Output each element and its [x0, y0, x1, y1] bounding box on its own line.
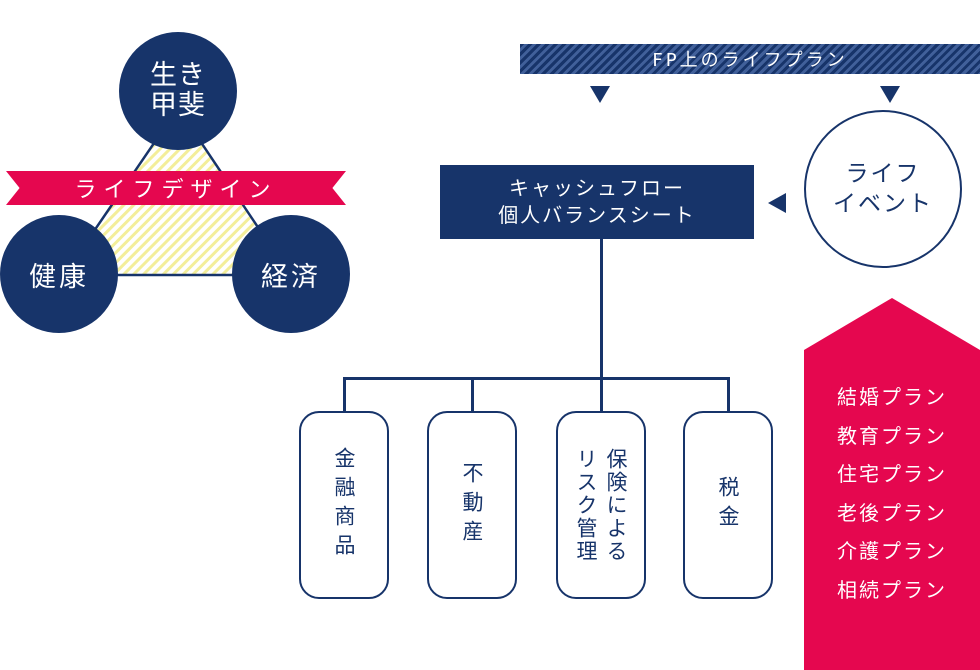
- plan-item: 相続プラン: [837, 577, 947, 602]
- category-financial-products-label: 金融商品: [332, 447, 356, 563]
- fp-life-plan-label: FP上のライフプラン: [652, 50, 848, 71]
- plan-item: 介護プラン: [837, 539, 947, 563]
- category-real-estate-label: 不動産: [460, 461, 484, 549]
- category-real-estate: 不動産: [427, 411, 517, 599]
- life-event-line1: ライフ: [845, 161, 921, 187]
- arrow-left-icon: [768, 193, 786, 213]
- connector-drop-4: [727, 377, 730, 413]
- circle-economy: 経済: [232, 215, 350, 333]
- life-design-ribbon: ライフデザイン: [6, 171, 346, 205]
- circle-ikigai: 生き 甲斐: [119, 32, 237, 150]
- connector-drop-1: [343, 377, 346, 413]
- category-insurance-risk: 保険による リスク管理: [556, 411, 646, 599]
- arrow-down-right-icon: [880, 86, 900, 103]
- plans-panel: [804, 298, 980, 670]
- plan-item: 老後プラン: [837, 500, 947, 525]
- arrow-down-left-icon: [590, 86, 610, 103]
- category-insurance-risk-label: 保険による リスク管理: [574, 447, 628, 563]
- connector-horizontal: [343, 377, 730, 380]
- category-tax-label: 税金: [716, 476, 740, 534]
- fp-life-plan-banner: FP上のライフプラン: [520, 44, 980, 74]
- balance-sheet-label: 個人バランスシート: [498, 203, 696, 227]
- cashflow-balance-box: キャッシュフロー 個人バランスシート: [440, 165, 754, 239]
- cashflow-label: キャッシュフロー: [509, 176, 685, 200]
- life-design-label: ライフデザイン: [74, 178, 278, 203]
- plan-item: 住宅プラン: [837, 462, 947, 486]
- connector-trunk: [600, 239, 603, 379]
- circle-ikigai-label: 生き 甲斐: [150, 60, 206, 121]
- plan-item: 結婚プラン: [837, 385, 947, 409]
- plan-item: 教育プラン: [837, 423, 947, 448]
- plans-list: 結婚プラン 教育プラン 住宅プラン 老後プラン 介護プラン 相続プラン: [804, 378, 980, 609]
- category-financial-products: 金融商品: [299, 411, 389, 599]
- connector-drop-2: [471, 377, 474, 413]
- category-tax: 税金: [683, 411, 773, 599]
- circle-health-label: 健康: [29, 261, 89, 293]
- circle-economy-label: 経済: [261, 261, 321, 293]
- circle-health: 健康: [0, 215, 118, 333]
- life-event-line2: イベント: [833, 191, 933, 217]
- life-event-circle: ライフ イベント: [804, 110, 962, 268]
- connector-drop-3: [600, 377, 603, 413]
